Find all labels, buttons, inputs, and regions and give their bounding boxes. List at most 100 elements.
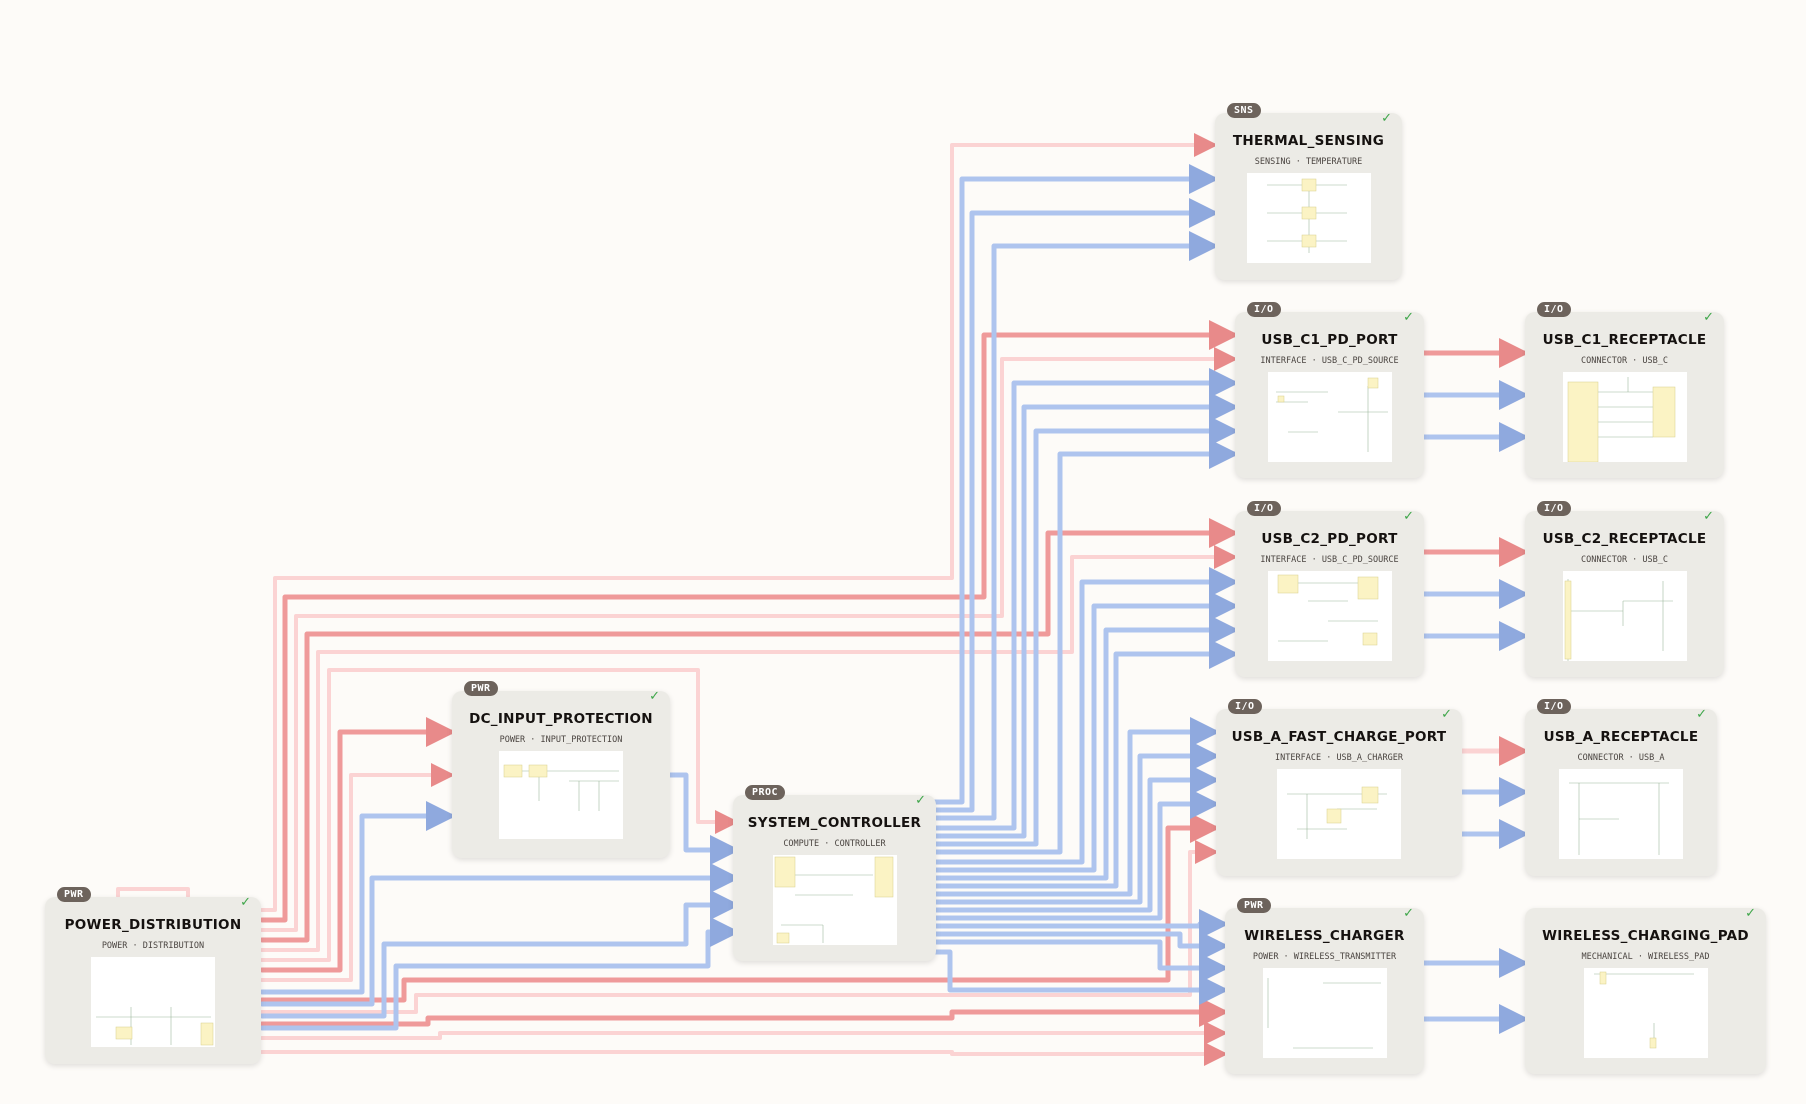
wire-power-usbc2-aux <box>260 545 1238 952</box>
status-check-icon: ✓ <box>1745 906 1756 921</box>
status-check-icon: ✓ <box>915 793 926 808</box>
wire-power-wireless-3 <box>260 1042 1228 1066</box>
wire-sig-sys-wl-4 <box>932 949 1229 1005</box>
wire-sig-sys-c1-1 <box>932 368 1239 831</box>
node-badge: I/O <box>1247 302 1281 317</box>
wire-sig-dcin-sys <box>667 772 740 865</box>
schematic-thumbnail <box>1562 372 1687 462</box>
node-dc-input-protection[interactable]: PWR ✓ DC_INPUT_PROTECTION POWER · INPUT_… <box>452 681 670 858</box>
node-title: USB_C2_PD_PORT <box>1261 531 1398 547</box>
node-badge: PWR <box>464 681 498 696</box>
node-title: DC_INPUT_PROTECTION <box>469 711 653 727</box>
node-badge: PROC <box>745 785 786 800</box>
wire-sig-sys-usba-1 <box>932 717 1220 897</box>
status-check-icon: ✓ <box>1403 310 1414 325</box>
wire-sig-sys-usba-3 <box>932 765 1220 913</box>
node-power-distribution[interactable]: PWR ✓ POWER_DISTRIBUTION POWER · DISTRIB… <box>45 887 261 1064</box>
status-check-icon: ✓ <box>1441 707 1452 722</box>
wire-sig-sys-usba-2 <box>932 741 1220 905</box>
wire-sig-pd-sys-2 <box>259 890 740 1019</box>
node-subtitle: INTERFACE · USB_C_PD_SOURCE <box>1260 555 1399 565</box>
node-title: USB_C2_RECEPTACLE <box>1542 531 1707 547</box>
node-subtitle: CONNECTOR · USB_A <box>1577 753 1665 763</box>
node-subtitle: CONNECTOR · USB_C <box>1581 356 1668 366</box>
status-check-icon: ✓ <box>1403 906 1414 921</box>
wire-sig-sys-c1-3 <box>932 416 1239 847</box>
node-badge: I/O <box>1537 302 1571 317</box>
status-check-icon: ✓ <box>1703 509 1714 524</box>
node-subtitle: COMPUTE · CONTROLLER <box>783 839 886 849</box>
status-check-icon: ✓ <box>649 689 660 704</box>
node-usb-c2-receptacle[interactable]: I/O ✓ USB_C2_RECEPTACLE CONNECTOR · USB_… <box>1525 501 1724 677</box>
status-check-icon: ✓ <box>1381 111 1392 126</box>
wire-sig-sys-c2-4 <box>932 639 1239 889</box>
node-badge: I/O <box>1228 699 1262 714</box>
wire-sig-sys-c2-3 <box>932 615 1239 881</box>
wire-sig-pd-dcin <box>259 801 456 995</box>
wire-sig-sys-thermal-1 <box>932 164 1219 805</box>
node-usb-a-fast-charge-port[interactable]: I/O ✓ USB_A_FAST_CHARGE_PORT INTERFACE ·… <box>1216 699 1462 876</box>
schematic-thumbnail <box>1246 173 1371 263</box>
wire-sig-sys-c1-2 <box>932 392 1239 839</box>
schematic-thumbnail <box>772 855 897 945</box>
schematic-thumbnail <box>1267 571 1392 661</box>
wire-power-usba-main <box>259 813 1220 1003</box>
node-usb-c1-pd-port[interactable]: I/O ✓ USB_C1_PD_PORT INTERFACE · USB_C_P… <box>1235 302 1424 478</box>
wire-sig-sys-wl-2 <box>932 931 1229 961</box>
wire-sig-sys-thermal-2 <box>932 198 1219 813</box>
schematic-thumbnail <box>499 751 623 839</box>
node-title: USB_C1_PD_PORT <box>1261 332 1398 348</box>
node-title: SYSTEM_CONTROLLER <box>747 815 922 831</box>
wire-sig-sys-c1-4 <box>932 439 1239 855</box>
wire-power-dcin-aux <box>260 763 455 982</box>
wire-sig-pd-sys-1 <box>259 863 740 1007</box>
node-thermal-sensing[interactable]: SNS ✓ THERMAL_SENSING SENSING · TEMPERAT… <box>1215 103 1402 280</box>
node-subtitle: POWER · INPUT_PROTECTION <box>499 735 623 745</box>
wire-sig-sys-c2-1 <box>932 567 1239 865</box>
status-check-icon: ✓ <box>240 895 251 910</box>
wire-sig-sys-thermal-3 <box>932 231 1219 821</box>
node-title: USB_C1_RECEPTACLE <box>1542 332 1707 348</box>
wire-power-usbc1-main <box>259 320 1239 923</box>
wire-sig-sys-c2-2 <box>932 591 1239 873</box>
node-title: USB_A_FAST_CHARGE_PORT <box>1231 729 1447 745</box>
node-badge: SNS <box>1227 103 1261 118</box>
node-usb-c2-pd-port[interactable]: I/O ✓ USB_C2_PD_PORT INTERFACE · USB_C_P… <box>1235 501 1424 677</box>
node-usb-c1-receptacle[interactable]: I/O ✓ USB_C1_RECEPTACLE CONNECTOR · USB_… <box>1525 302 1724 478</box>
node-system-controller[interactable]: PROC ✓ SYSTEM_CONTROLLER COMPUTE · CONTR… <box>733 785 936 961</box>
node-title: USB_A_RECEPTACLE <box>1543 729 1699 745</box>
node-badge: I/O <box>1247 501 1281 516</box>
wire-sig-pd-sys-3 <box>259 917 740 1031</box>
node-badge: PWR <box>1237 898 1271 913</box>
node-wireless-charger[interactable]: PWR ✓ WIRELESS_CHARGER POWER · WIRELESS_… <box>1225 898 1424 1074</box>
node-title: WIRELESS_CHARGING_PAD <box>1542 928 1749 944</box>
wire-power-usbc2-main <box>259 518 1239 943</box>
wire-power-usba-aux <box>260 840 1219 1014</box>
wire-power-dcin-main <box>259 717 456 973</box>
schematic-thumbnail <box>1267 372 1392 462</box>
wire-sig-sys-wl-3 <box>932 939 1229 983</box>
node-subtitle: MECHANICAL · WIRELESS_PAD <box>1581 952 1710 962</box>
status-check-icon: ✓ <box>1703 310 1714 325</box>
status-check-icon: ✓ <box>1696 707 1707 722</box>
node-subtitle: SENSING · TEMPERATURE <box>1254 157 1363 167</box>
node-subtitle: INTERFACE · USB_A_CHARGER <box>1275 753 1403 763</box>
wire-power-loop <box>116 887 190 898</box>
node-subtitle: POWER · DISTRIBUTION <box>101 941 205 951</box>
node-usb-a-receptacle[interactable]: I/O ✓ USB_A_RECEPTACLE CONNECTOR · USB_A <box>1525 699 1717 876</box>
node-badge: I/O <box>1537 699 1571 714</box>
schematic-thumbnail <box>1562 571 1687 661</box>
wire-power-sysctrl <box>260 668 739 962</box>
wire-sig-sys-wl-1 <box>932 909 1229 939</box>
wire-power-wireless-2 <box>260 1021 1228 1045</box>
node-title: POWER_DISTRIBUTION <box>64 917 242 933</box>
wire-power-wireless-1 <box>259 997 1229 1027</box>
node-title: THERMAL_SENSING <box>1232 133 1385 149</box>
node-subtitle: POWER · WIRELESS_TRANSMITTER <box>1252 952 1397 962</box>
wire-power-thermal <box>260 133 1218 912</box>
node-wireless-charging-pad[interactable]: ✓ WIRELESS_CHARGING_PAD MECHANICAL · WIR… <box>1525 906 1766 1074</box>
schematic-thumbnail <box>91 957 215 1047</box>
schematic-thumbnail <box>1583 968 1708 1058</box>
wire-sig-sys-usba-4 <box>932 789 1220 921</box>
